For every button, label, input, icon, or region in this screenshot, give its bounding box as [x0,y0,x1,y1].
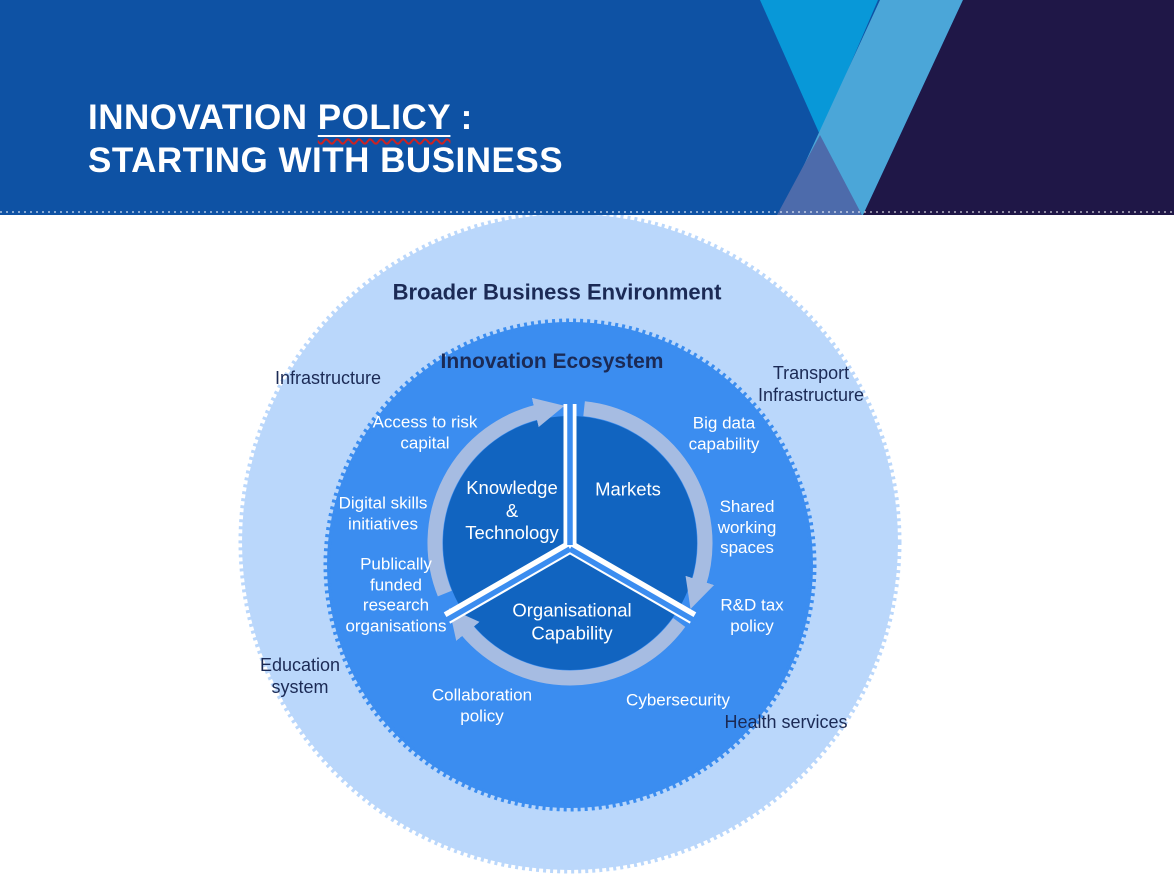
ring-label-shared-working-spaces: Shared working spaces [717,496,777,558]
broader-business-environment-heading: Broader Business Environment [392,279,722,305]
segment-knowledge-technology: Knowledge & Technology [465,477,559,544]
slide-title: INNOVATION POLICY : STARTING WITH BUSINE… [88,96,563,182]
title-underlined-word: POLICY [318,98,451,137]
ring-label-collaboration-policy: Collaboration policy [431,685,533,725]
cycle-arc-left [427,397,565,597]
outer-label-education-system: Education system [259,655,341,697]
outer-label-transport-infrastructure: Transport Infrastructure [757,363,865,405]
title-prefix: INNOVATION [88,98,318,137]
chevron-slate-triangle [777,135,862,215]
outer-label-infrastructure: Infrastructure [274,368,382,389]
innovation-ecosystem-heading: Innovation Ecosystem [440,350,664,374]
outer-label-health-services: Health services [724,712,848,733]
spellcheck-squiggle: POLICY [317,98,451,137]
segment-organisational-capability: Organisational Capability [512,599,632,643]
ring-label-cybersecurity: Cybersecurity [626,690,730,710]
corner-navy-panel [863,0,1174,215]
slide-title-line2: STARTING WITH BUSINESS [88,141,564,180]
ring-label-access-to-risk-capital: Access to risk capital [372,412,478,452]
ring-label-big-data-capability: Big data capability [688,413,760,453]
ring-label-digital-skills-initiatives: Digital skills initiatives [338,493,428,533]
ring-label-rd-tax-policy: R&D tax policy [720,595,784,635]
cycle-arc-bottom [449,608,686,686]
slide-title-line1: INNOVATION POLICY : [88,96,563,139]
chevron-cyan-triangle [760,0,878,135]
title-banner [0,0,1174,215]
title-suffix: : [450,98,473,137]
ring-label-publically-funded-research-organisations: Publically funded research organisations [345,554,447,636]
segment-markets: Markets [595,478,661,500]
cycle-arc-right [583,401,715,609]
cycle-ring [427,397,715,686]
core-segment-dividers [443,402,697,624]
